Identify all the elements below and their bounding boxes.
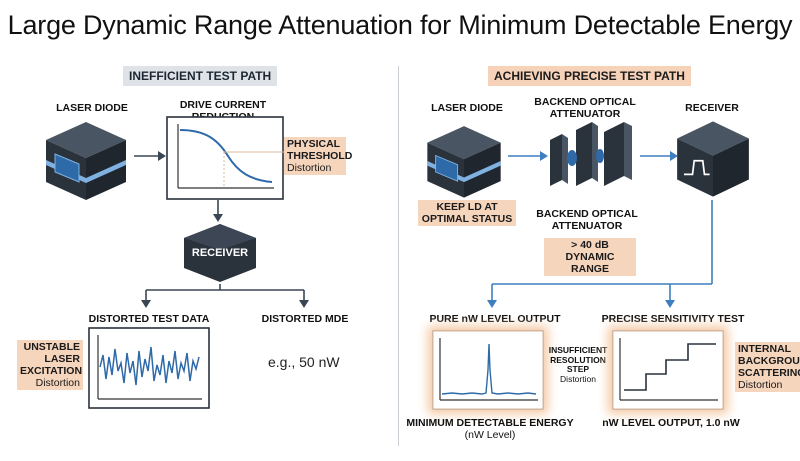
pure-output-label: PURE nW LEVEL OUTPUT: [429, 313, 561, 325]
internal-line2: BACKGROUN: [738, 355, 800, 367]
dynamic-range-line2: DYNAMIC RANGE: [565, 251, 615, 275]
precise-sensitivity-label: PRECISE SENSITIVITY TEST: [601, 313, 745, 325]
distorted-noisy-signal-chart: [88, 327, 210, 409]
distorted-test-data-label: DISTORTED TEST DATA: [88, 313, 210, 325]
left-laser-diode-label: LASER DIODE: [56, 102, 128, 114]
keep-ld-line2: OPTIMAL STATUS: [421, 213, 513, 225]
internal-line1: INTERNAL: [738, 343, 792, 355]
threshold-distortion-text: Distortion: [287, 162, 332, 174]
page-title: Large Dynamic Range Attenuation for Mini…: [7, 10, 793, 40]
left-receiver-label: RECEIVER: [191, 247, 249, 259]
right-laser-diode-cube-icon: [427, 126, 501, 198]
arrow-ld-to-attenuator: [508, 151, 548, 161]
insufficient-line2: RESOLUTION: [550, 354, 606, 365]
backend-top-line2: ATTENUATOR: [549, 108, 621, 120]
arrow-attenuator-to-receiver: [640, 151, 678, 161]
dynamic-range-note: > 40 dB DYNAMIC RANGE: [544, 238, 636, 276]
mde-caption-line1: MINIMUM DETECTABLE ENERGY: [406, 417, 574, 429]
distorted-mde-label: DISTORTED MDE: [261, 313, 349, 325]
internal-line3: SCATTERING: [738, 367, 800, 379]
backend-top-line1: BACKEND OPTICAL: [534, 96, 636, 108]
mde-caption-line2: (nW Level): [464, 429, 516, 441]
backend-bottom-line2: ATTENUATOR: [551, 220, 623, 232]
unstable-note-line1: UNSTABLE: [23, 341, 80, 353]
arrow-ld-to-drive: [134, 151, 166, 161]
unstable-note-line3: EXCITATION: [20, 365, 83, 377]
backend-attenuator-top-label: BACKEND OPTICAL ATTENUATOR: [530, 96, 640, 120]
attenuator-plates-icon: [550, 122, 632, 186]
receiver-split-connector: [141, 284, 309, 308]
receiver-output-connector: [487, 200, 713, 308]
physical-threshold-note: PHYSICAL THRESHOLD Distortion: [284, 137, 353, 175]
keep-ld-optimal-note: KEEP LD AT OPTIMAL STATUS: [418, 200, 516, 226]
right-laser-diode-label: LASER DIODE: [431, 102, 503, 114]
dynamic-range-line1: > 40 dB: [571, 239, 609, 251]
internal-scattering-note: INTERNAL BACKGROUN SCATTERING Distortion: [735, 342, 800, 392]
right-receiver-cube-pulse-icon: [677, 121, 749, 197]
unstable-note-line2: LASER: [44, 353, 80, 365]
threshold-note-line2: THRESHOLD: [287, 150, 353, 162]
insufficient-resolution-note: INSUFFICIENT RESOLUTION STEP Distortion: [548, 345, 608, 384]
insufficient-line3: STEP: [566, 364, 590, 374]
mde-caption: MINIMUM DETECTABLE ENERGY (nW Level): [402, 417, 578, 441]
mde-value-text: e.g., 50 nW: [268, 354, 340, 370]
unstable-distortion-text: Distortion: [35, 377, 80, 389]
keep-ld-line1: KEEP LD AT: [436, 201, 498, 213]
drive-current-decay-curve-chart: [166, 116, 284, 200]
pure-output-spike-chart: [432, 330, 544, 410]
internal-distortion-text: Distortion: [738, 379, 783, 391]
precise-staircase-chart: [612, 330, 724, 410]
nw-output-caption: nW LEVEL OUTPUT, 1.0 nW: [602, 417, 740, 429]
backend-attenuator-bottom-label: BACKEND OPTICAL ATTENUATOR: [532, 208, 642, 232]
arrow-drive-to-receiver: [213, 200, 223, 222]
insufficient-line4: Distortion: [560, 373, 596, 384]
left-receiver-hexagon-icon: [184, 224, 256, 282]
right-section-header: ACHIEVING PRECISE TEST PATH: [488, 66, 691, 86]
backend-bottom-line1: BACKEND OPTICAL: [536, 208, 638, 220]
insufficient-line1: INSUFFICIENT: [548, 345, 608, 355]
right-receiver-label: RECEIVER: [685, 102, 739, 114]
section-divider: [398, 66, 399, 446]
left-laser-diode-cube-icon: [46, 122, 126, 200]
left-section-header: INEFFICIENT TEST PATH: [123, 66, 278, 86]
threshold-note-line1: PHYSICAL: [287, 138, 341, 150]
unstable-laser-note: UNSTABLE LASER EXCITATION Distortion: [17, 340, 83, 390]
